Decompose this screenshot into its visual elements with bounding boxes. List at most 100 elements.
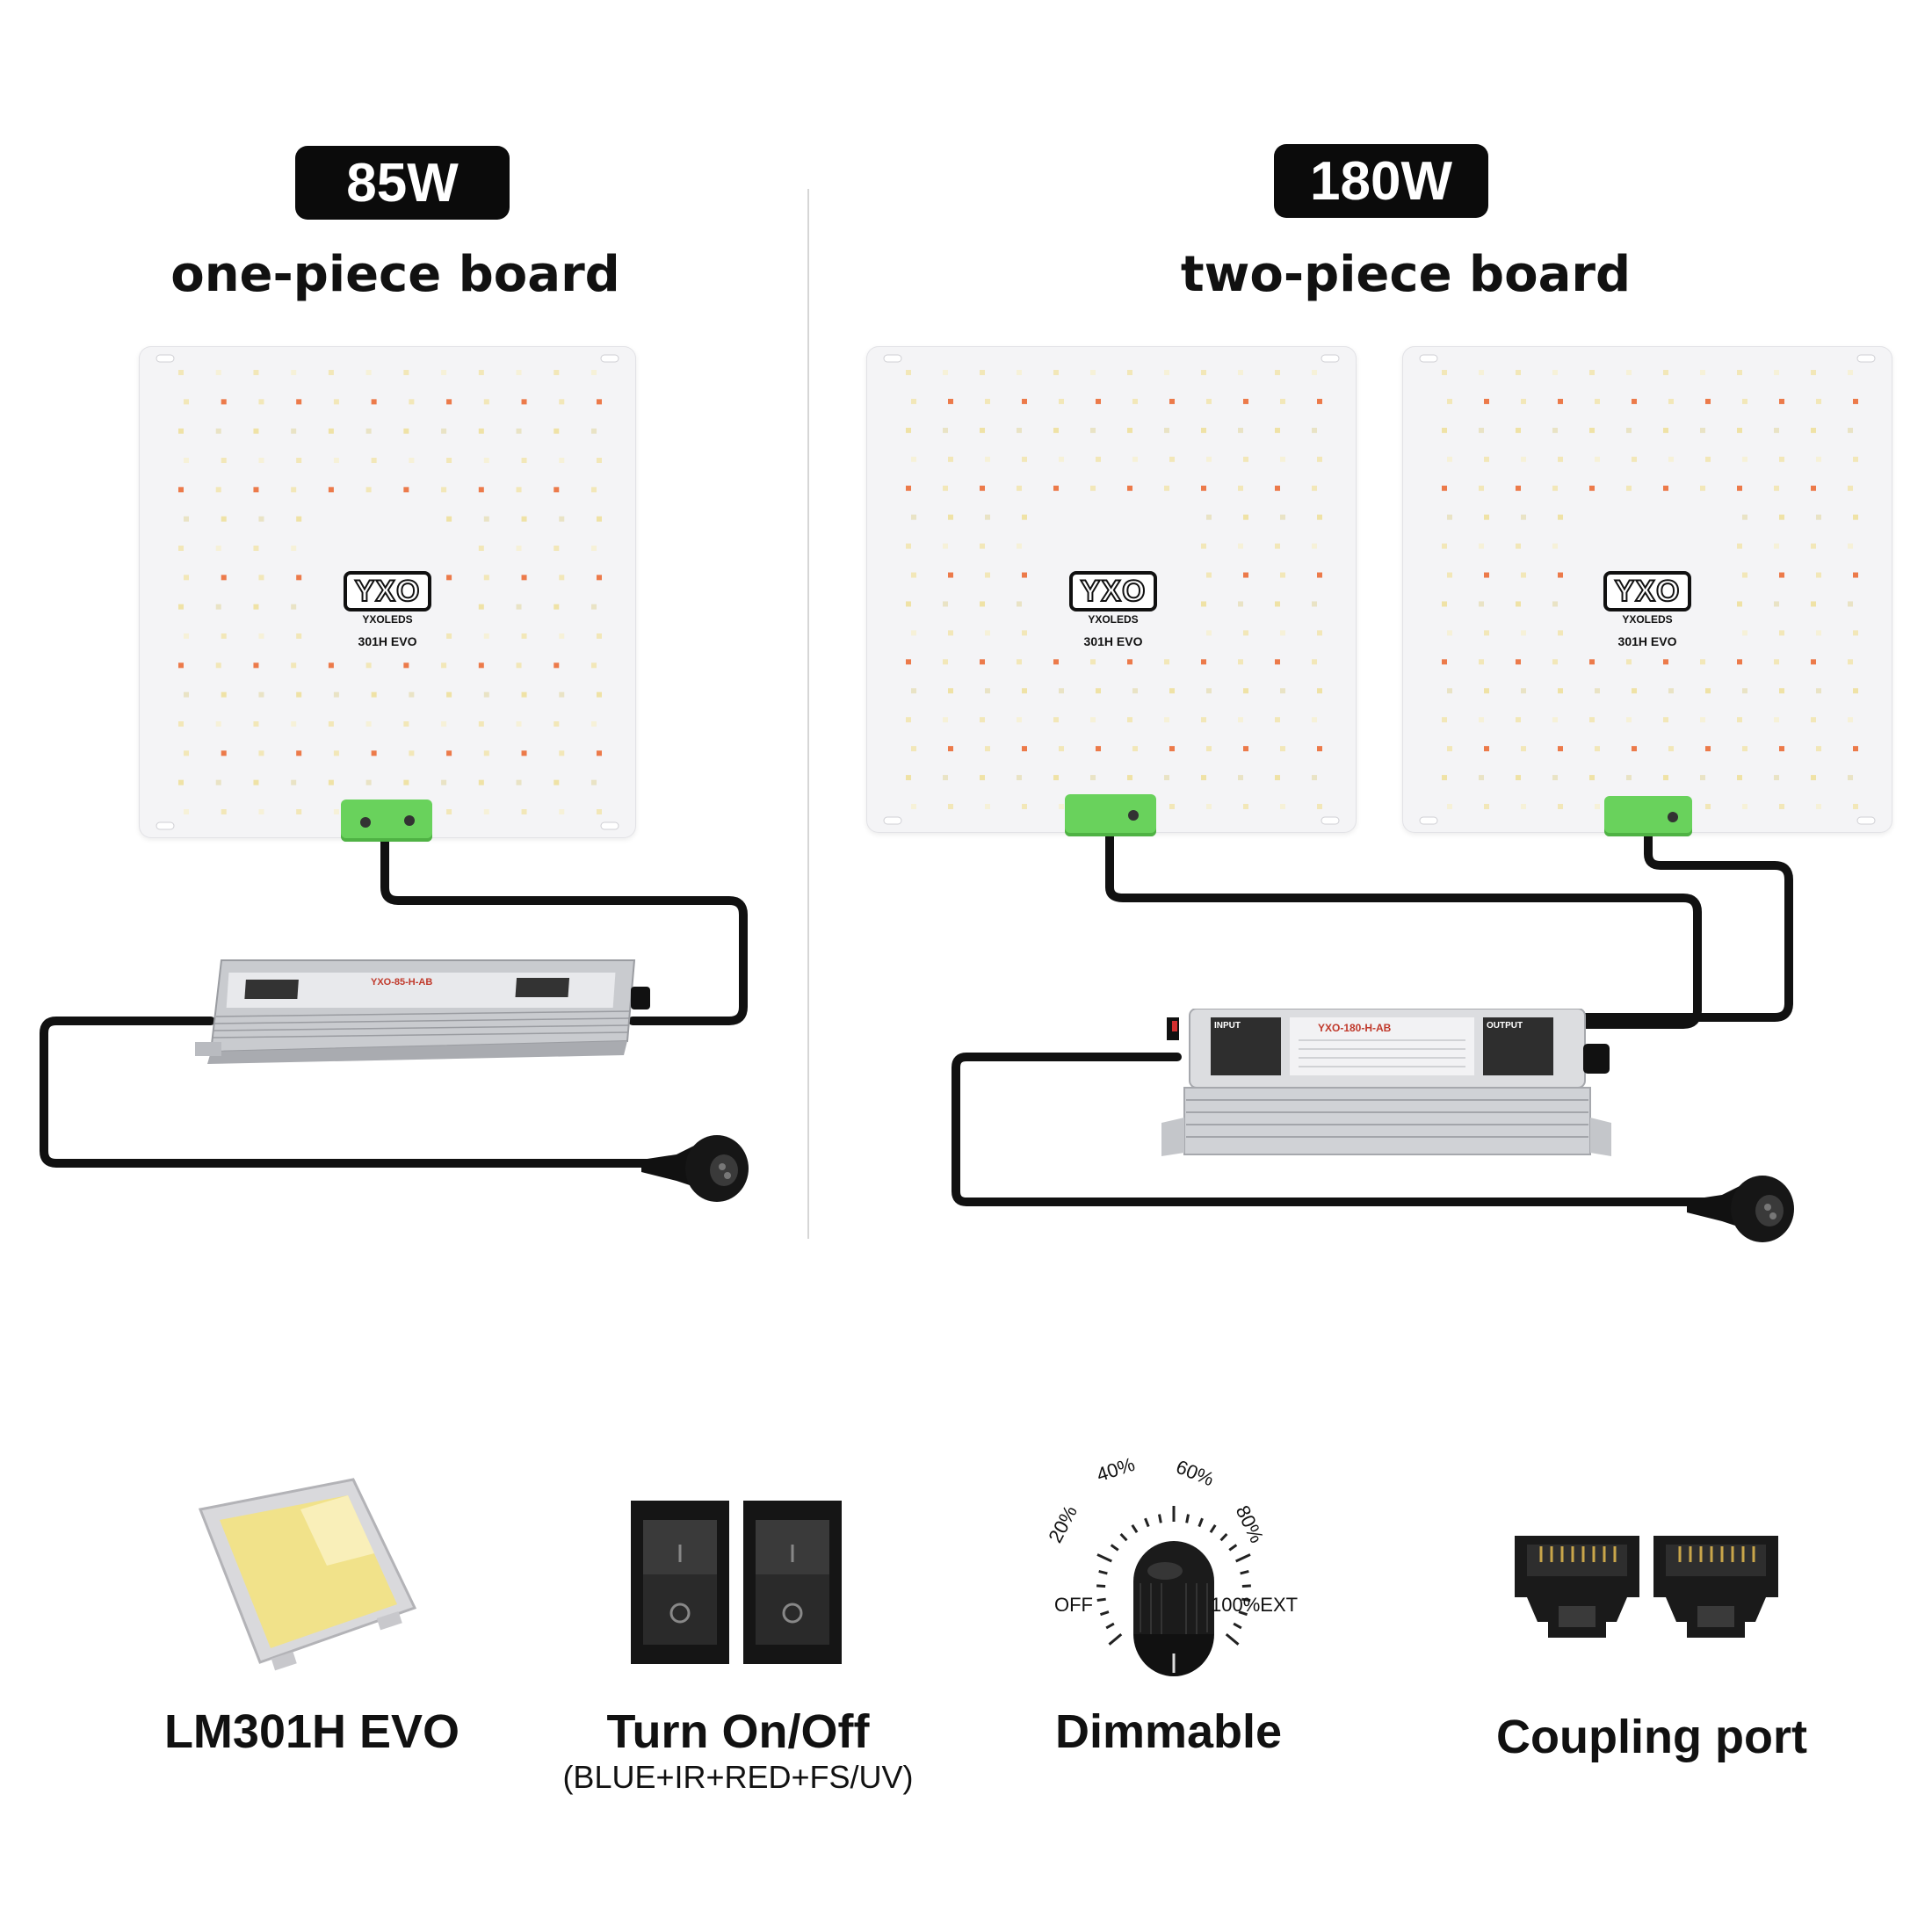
led-dot bbox=[1521, 514, 1526, 520]
led-dot bbox=[1521, 572, 1526, 578]
led-dot bbox=[291, 428, 297, 434]
led-dot bbox=[1663, 370, 1668, 375]
led-dot bbox=[215, 721, 221, 727]
led-dot bbox=[1479, 427, 1484, 433]
led-dot bbox=[446, 809, 452, 814]
led-dot bbox=[1312, 485, 1317, 491]
driver-output-label: OUTPUT bbox=[1487, 1021, 1523, 1031]
led-dot bbox=[1848, 427, 1853, 433]
led-dot bbox=[178, 662, 184, 669]
led-dot bbox=[1280, 688, 1285, 694]
led-dot bbox=[1442, 601, 1447, 607]
led-dot bbox=[1132, 746, 1138, 752]
led-dot bbox=[559, 691, 565, 698]
led-dot bbox=[554, 428, 560, 434]
led-dot bbox=[1312, 543, 1317, 549]
led-dot bbox=[371, 750, 377, 756]
led-dot bbox=[906, 370, 911, 375]
model-label: 301H EVO bbox=[358, 634, 417, 648]
led-dot bbox=[980, 659, 985, 665]
led-dot bbox=[1737, 601, 1742, 607]
dial-tick bbox=[1144, 1517, 1150, 1528]
led-dot bbox=[1053, 659, 1059, 665]
led-dot bbox=[1479, 370, 1484, 375]
led-dot bbox=[1521, 688, 1526, 694]
model-label: 301H EVO bbox=[1617, 634, 1677, 648]
led-dot bbox=[1558, 572, 1563, 578]
led-dot bbox=[328, 428, 334, 434]
dial-tick bbox=[1241, 1597, 1251, 1602]
dial-tick bbox=[1238, 1610, 1248, 1617]
led-dot bbox=[980, 427, 985, 433]
screw bbox=[1668, 812, 1678, 822]
dial-tick bbox=[1198, 1517, 1204, 1528]
led-dot bbox=[1243, 688, 1248, 694]
led-dot bbox=[943, 543, 948, 549]
led-dot bbox=[1484, 630, 1489, 636]
led-dot bbox=[911, 456, 916, 462]
led-dot bbox=[1521, 456, 1526, 462]
led-dot bbox=[1516, 370, 1521, 375]
driver-mount-tab bbox=[195, 1042, 221, 1056]
led-dot bbox=[1811, 717, 1816, 723]
led-dot bbox=[1700, 659, 1705, 665]
led-dot bbox=[943, 775, 948, 781]
led-dot bbox=[258, 750, 264, 756]
led-dot bbox=[221, 633, 227, 639]
led-dot bbox=[1779, 630, 1784, 636]
led-dot bbox=[1169, 456, 1175, 462]
led-dot bbox=[516, 779, 522, 785]
board-connector bbox=[1065, 794, 1156, 836]
led-dot bbox=[1243, 746, 1248, 752]
led-dot bbox=[1811, 370, 1816, 375]
led-dot bbox=[911, 746, 916, 752]
led-dot bbox=[1280, 630, 1285, 636]
led-dot bbox=[1742, 398, 1747, 404]
led-dot bbox=[521, 458, 527, 463]
mounting-slot bbox=[1856, 816, 1876, 825]
led-dot bbox=[483, 691, 489, 698]
led-dot bbox=[1201, 427, 1206, 433]
led-dot bbox=[1663, 659, 1668, 665]
led-dot bbox=[943, 717, 948, 723]
led-dot bbox=[1447, 630, 1452, 636]
mounting-slot bbox=[1419, 354, 1438, 363]
dial-tick bbox=[1235, 1553, 1251, 1563]
led-dot bbox=[178, 604, 184, 610]
led-dot bbox=[1589, 485, 1595, 491]
screw bbox=[360, 817, 371, 828]
led-dot bbox=[478, 662, 484, 669]
led-dot bbox=[1848, 543, 1853, 549]
led-dot bbox=[1737, 485, 1742, 491]
led-dot bbox=[554, 487, 560, 493]
led-dot bbox=[1132, 456, 1138, 462]
led-dot bbox=[1632, 456, 1637, 462]
led-dot bbox=[1558, 688, 1563, 694]
led-dot bbox=[1521, 398, 1526, 404]
led-dot bbox=[221, 750, 227, 756]
led-dot bbox=[371, 691, 377, 698]
led-dot bbox=[446, 691, 452, 698]
led-dot bbox=[371, 399, 377, 405]
led-dot bbox=[980, 601, 985, 607]
led-dot bbox=[446, 750, 452, 756]
led-dot bbox=[478, 604, 484, 610]
led-dot bbox=[409, 691, 415, 698]
led-dot bbox=[1317, 398, 1322, 404]
led-dot bbox=[441, 370, 447, 375]
led-dot bbox=[521, 691, 527, 698]
led-dot bbox=[328, 721, 334, 727]
led-dot bbox=[559, 516, 565, 522]
led-dot bbox=[1096, 746, 1101, 752]
led-dot bbox=[980, 543, 985, 549]
led-dot bbox=[441, 428, 447, 434]
led-dot bbox=[1442, 485, 1447, 491]
dial-tick bbox=[1219, 1532, 1228, 1542]
brand-label: YXOLEDS bbox=[1088, 613, 1139, 626]
led-dot bbox=[985, 746, 990, 752]
led-dot bbox=[1632, 398, 1637, 404]
mounting-slot bbox=[1856, 354, 1876, 363]
led-dot bbox=[906, 775, 911, 781]
rocker-switch-icon bbox=[631, 1501, 842, 1664]
led-dot bbox=[1516, 601, 1521, 607]
